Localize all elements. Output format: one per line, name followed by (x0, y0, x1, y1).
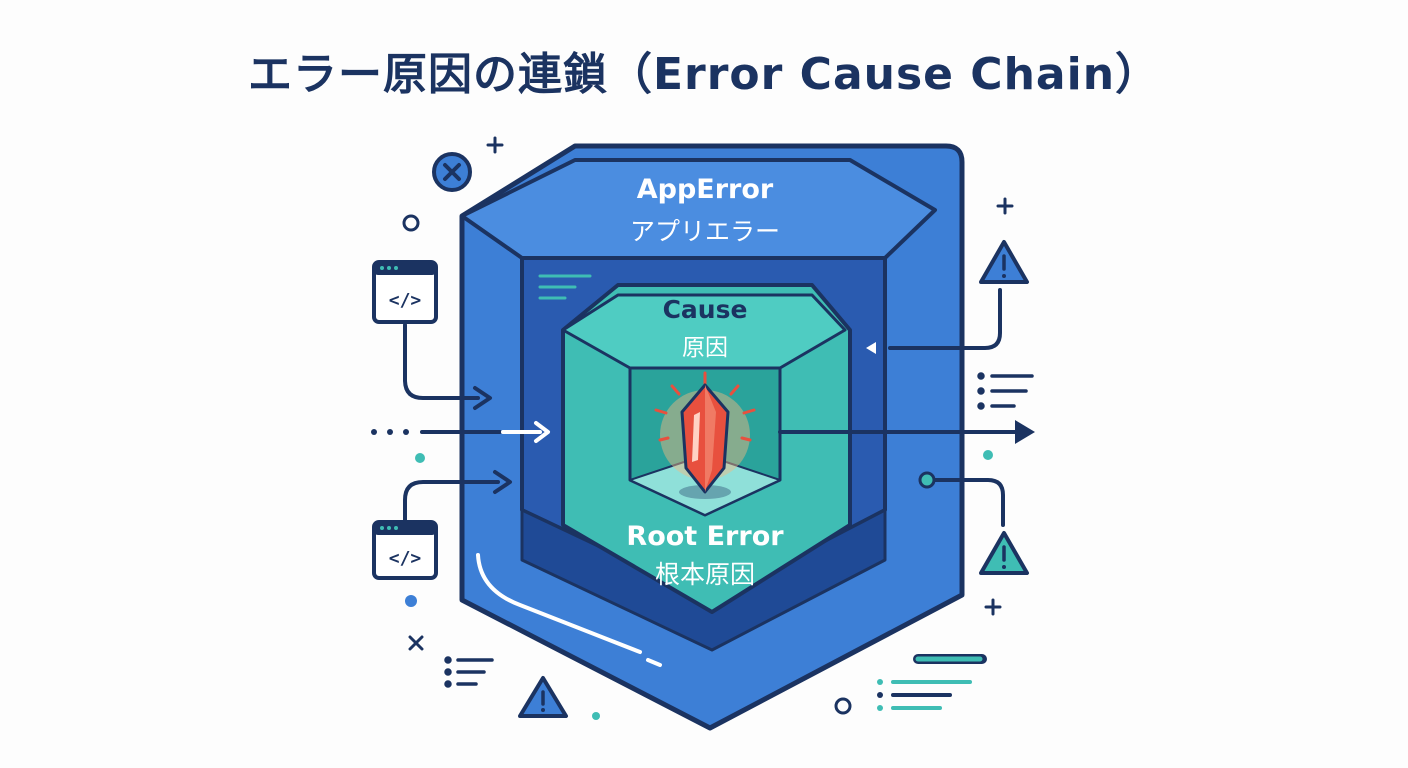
code-window-icon: </> (372, 260, 438, 324)
list-lines-icon (444, 656, 494, 688)
connector-node (918, 471, 936, 489)
arrow-top-left (403, 323, 480, 400)
code-window-icon: </> (372, 520, 438, 580)
deco-circles (402, 214, 993, 720)
apperror-label: AppError (637, 174, 774, 205)
warning-icon (979, 240, 1029, 284)
svg-text:</>: </> (389, 290, 422, 311)
flow-arrows (403, 288, 1020, 527)
arrow-top-left-head (473, 386, 492, 410)
x-circle-icon (432, 152, 472, 192)
root-error-sublabel: 根本原因 (655, 560, 755, 589)
apperror-sublabel: アプリエラー (630, 217, 780, 246)
shell-highlight (476, 553, 642, 654)
shell-highlight-dot (646, 658, 662, 667)
warning-icon (518, 676, 568, 718)
connector-right-top-tip (866, 342, 876, 354)
crystal-glow-rays (654, 371, 756, 442)
arrow-bottom-left-head (493, 470, 512, 494)
warning-icon (979, 531, 1029, 575)
red-crystal-icon (654, 371, 756, 499)
arrow-center-in-head (534, 421, 550, 443)
dotted-lead (371, 429, 409, 435)
list-lines-icon (877, 654, 987, 711)
cause-sublabel: 原因 (682, 335, 728, 361)
arrow-bottom-left (403, 480, 500, 524)
plus-icon (408, 136, 1014, 651)
arrow-center-out-head (1015, 420, 1035, 444)
root-error-label: Root Error (626, 521, 784, 552)
cause-label: Cause (663, 295, 748, 324)
cavity-code-lines (538, 274, 592, 300)
connector-right-bottom (933, 478, 1005, 527)
page-title: エラー原因の連鎖（Error Cause Chain） (247, 49, 1161, 100)
list-lines-icon (977, 372, 1034, 410)
connector-right-top (888, 288, 1002, 350)
svg-text:</>: </> (389, 548, 422, 569)
